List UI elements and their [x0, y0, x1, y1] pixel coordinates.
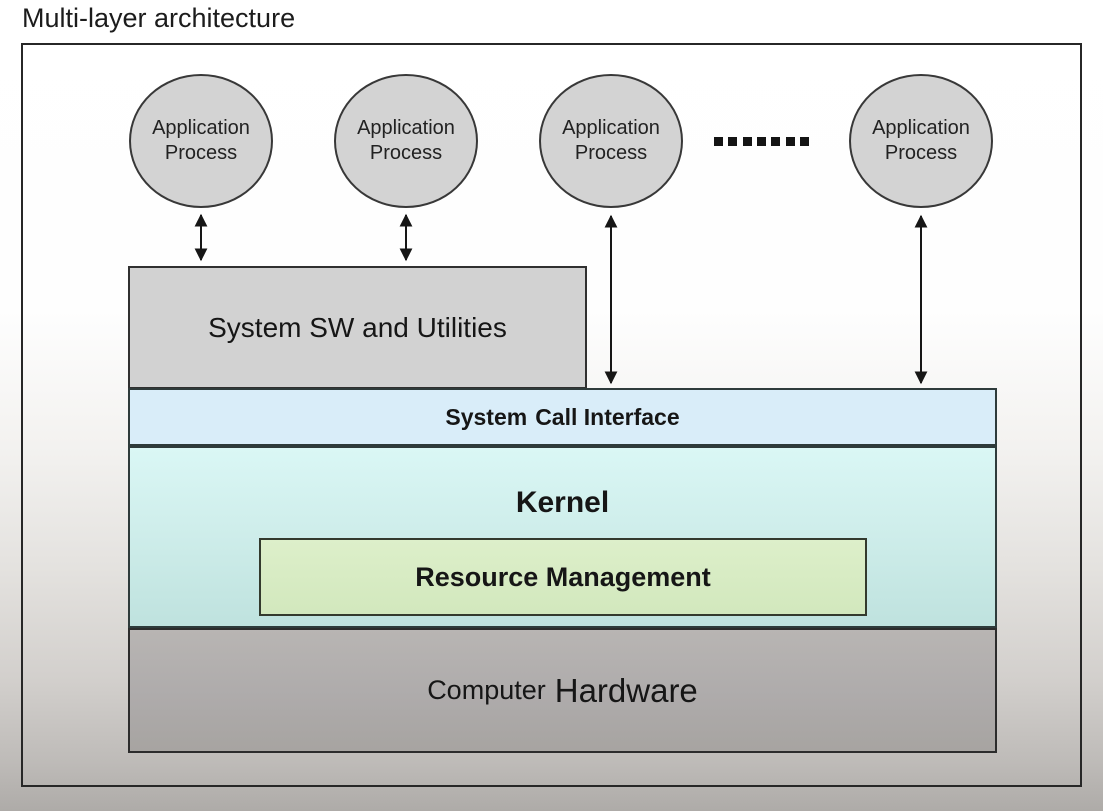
system-call-interface-label-rest: Call Interface — [535, 403, 680, 430]
app-process-circle-3: Application Process — [539, 74, 683, 208]
kernel-label: Kernel — [515, 486, 610, 519]
app-process-label-line1: Application — [562, 117, 660, 139]
resource-management-label: Resource Management — [415, 561, 711, 592]
system-sw-box: System SW and Utilities — [128, 266, 587, 389]
app-process-label-line2: Process — [884, 142, 958, 164]
app-process-label-line2: Process — [369, 142, 443, 164]
app-process-label-line2: Process — [164, 142, 238, 164]
hardware-label-word1: Computer — [427, 675, 546, 705]
app-process-circle-1: Application Process — [129, 74, 273, 208]
system-sw-label: System SW and Utilities — [208, 311, 507, 343]
app-process-label-line2: Process — [574, 142, 648, 164]
app-process-label-line1: Application — [872, 117, 970, 139]
app-process-circle-4: Application Process — [849, 74, 993, 208]
app-process-circle-2: Application Process — [334, 74, 478, 208]
architecture-frame — [21, 43, 1082, 787]
ellipsis-dots-icon — [714, 137, 809, 146]
system-call-interface-label-bold: System — [445, 403, 528, 430]
app-process-label-line1: Application — [152, 117, 250, 139]
app-process-label-line1: Application — [357, 117, 455, 139]
computer-hardware-box: Computer Hardware — [128, 628, 997, 753]
system-call-interface-bar: System Call Interface — [128, 388, 997, 446]
page-title: Multi-layer architecture — [22, 3, 296, 33]
resource-management-box: Resource Management — [259, 538, 867, 616]
hardware-label-word2: Hardware — [554, 671, 698, 709]
